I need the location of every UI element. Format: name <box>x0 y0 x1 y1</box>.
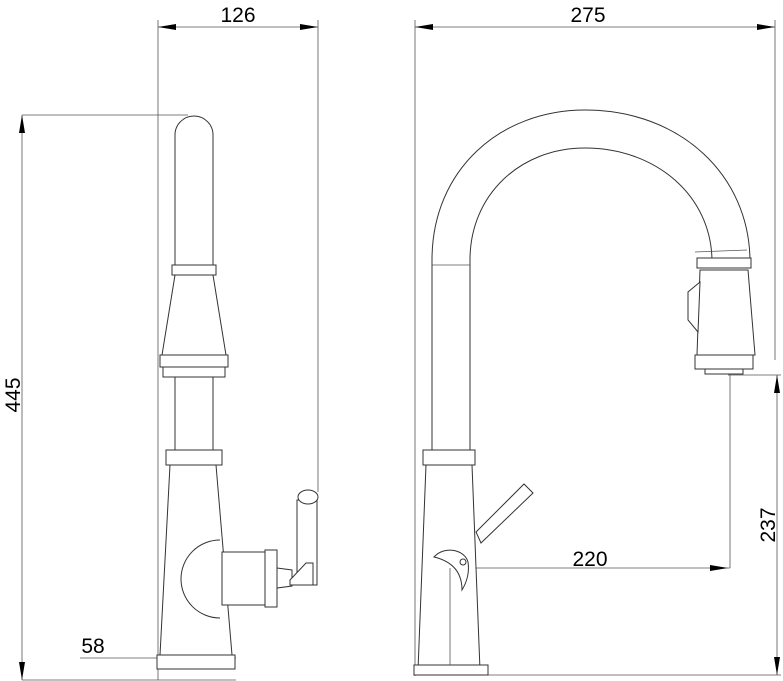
front-view: 275 237 220 <box>413 4 781 676</box>
front-view-dimensions: 275 237 220 <box>414 4 781 676</box>
front-faucet-outline <box>413 109 756 676</box>
width-dimension-label: 275 <box>570 4 605 27</box>
height-dimension-label: 445 <box>2 377 25 412</box>
base-dimension-label: 58 <box>81 635 104 658</box>
side-view: 126 445 58 <box>2 4 319 681</box>
spout-height-dimension-label: 237 <box>757 507 780 542</box>
side-faucet-outline <box>156 115 319 670</box>
width-dimension-label: 126 <box>220 4 255 27</box>
reach-dimension-label: 220 <box>572 548 607 571</box>
